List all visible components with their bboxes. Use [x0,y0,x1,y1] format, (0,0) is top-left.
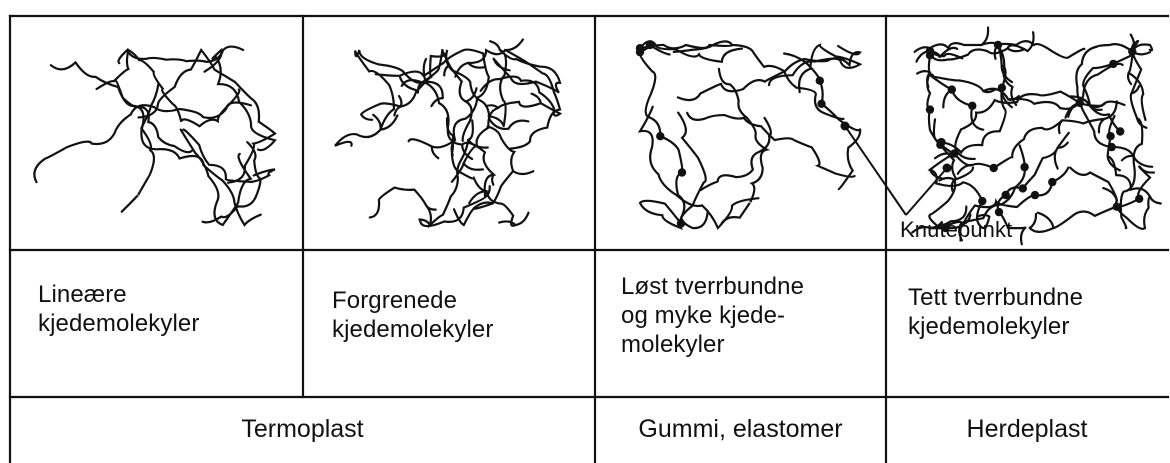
molecule-branch [1021,228,1025,245]
category-termoplast: Termoplast [10,414,595,444]
knutepunkt-node [841,122,850,131]
molecule-branch [516,213,529,225]
crosslink-node [816,77,824,85]
label-line: kjedemolekyler [38,309,199,338]
crosslink-node [1108,143,1116,151]
label-line: Tett tverrbundne [908,283,1083,312]
molecule-branch [468,140,488,148]
label-line: molekyler [621,330,804,359]
category-gummi: Gummi, elastomer [595,414,886,444]
crosslink-node [1019,184,1027,192]
crosslink-node [926,47,934,55]
crosslink-node [994,41,1002,49]
category-herdeplast: Herdeplast [886,414,1168,444]
molecule-branch [1059,120,1062,133]
molecule-drawing-tett-tverrbundne [912,28,1161,245]
molecule-branch [399,96,401,107]
molecule-chain [370,120,473,225]
molecule-chain [420,59,494,226]
label-line: Lineære [38,280,199,309]
molecule-branch [917,71,930,73]
knutepunkt-pointer-line [845,126,906,215]
crosslink-node [950,149,958,157]
molecule-chain [205,50,276,150]
molecule-drawing-lost-tverrbundne [636,41,860,228]
label-lineare: Lineære kjedemolekyler [38,280,199,338]
molecule-branch [1099,119,1104,132]
label-line: og myke kjede- [621,301,804,330]
crosslink-node [1135,195,1143,203]
label-line: Løst tverrbundne [621,272,804,301]
crosslink-node [677,219,685,227]
crosslink-node [1109,60,1117,68]
molecule-branch [1122,156,1134,160]
molecule-chain [640,41,742,62]
molecule-chain [335,50,443,146]
molecule-branch [1150,197,1161,204]
molecule-drawing-forgrenede [335,40,560,227]
molecule-branch [532,94,541,104]
crosslink-node [1113,203,1121,211]
label-lost-tverrbundne: Løst tverrbundne og myke kjede- molekyle… [621,272,804,359]
molecule-chain [640,113,706,228]
molecule-branch [1030,214,1036,228]
crosslink-node [1020,163,1028,171]
crosslink-node [817,100,825,108]
crosslink-node [936,141,944,149]
molecule-branch [952,160,956,178]
crosslink-node [656,132,664,140]
crosslink-node [636,48,644,56]
crosslink-node [990,164,998,172]
crosslink-node [1128,47,1136,55]
molecule-branch [1133,156,1152,167]
molecule-branch [490,41,500,50]
molecule-drawing-lineare [34,47,275,225]
molecule-branch [1103,188,1117,201]
molecule-branch [464,163,483,169]
crosslink-node [926,105,934,113]
label-tett-tverrbundne: Tett tverrbundne kjedemolekyler [908,283,1083,341]
label-line: kjedemolekyler [332,315,493,344]
crosslink-node [1048,178,1056,186]
molecule-branch [939,178,954,180]
molecule-branch [499,221,515,225]
molecule-branch [492,175,494,185]
crosslink-node [978,197,986,205]
molecule-chain [941,45,1012,152]
label-forgrenede: Forgrenede kjedemolekyler [332,286,493,344]
knutepunkt-node [943,164,952,173]
crosslink-node [646,41,654,49]
molecule-branch [361,115,372,120]
molecule-chain [930,45,1028,60]
knutepunkt-annotation: Knutepunkt [900,215,1012,244]
crosslink-node [948,85,956,93]
molecule-chain [687,113,854,177]
molecule-chain [118,47,243,64]
label-line: kjedemolekyler [908,312,1083,341]
crosslink-node [1076,99,1084,107]
molecule-branch [394,107,400,116]
crosslink-node [1002,191,1010,199]
crosslink-node [998,84,1006,92]
crosslink-node [678,168,686,176]
molecule-branch [373,115,380,130]
crosslink-node [1116,127,1124,135]
crosslink-node [1031,191,1039,199]
molecule-chain [934,101,1117,168]
crosslink-node [1106,132,1114,140]
molecule-branch [513,171,533,174]
label-line: Forgrenede [332,286,493,315]
molecule-branch [505,40,523,51]
molecule-branch [1038,213,1054,228]
crosslink-node [968,102,976,110]
